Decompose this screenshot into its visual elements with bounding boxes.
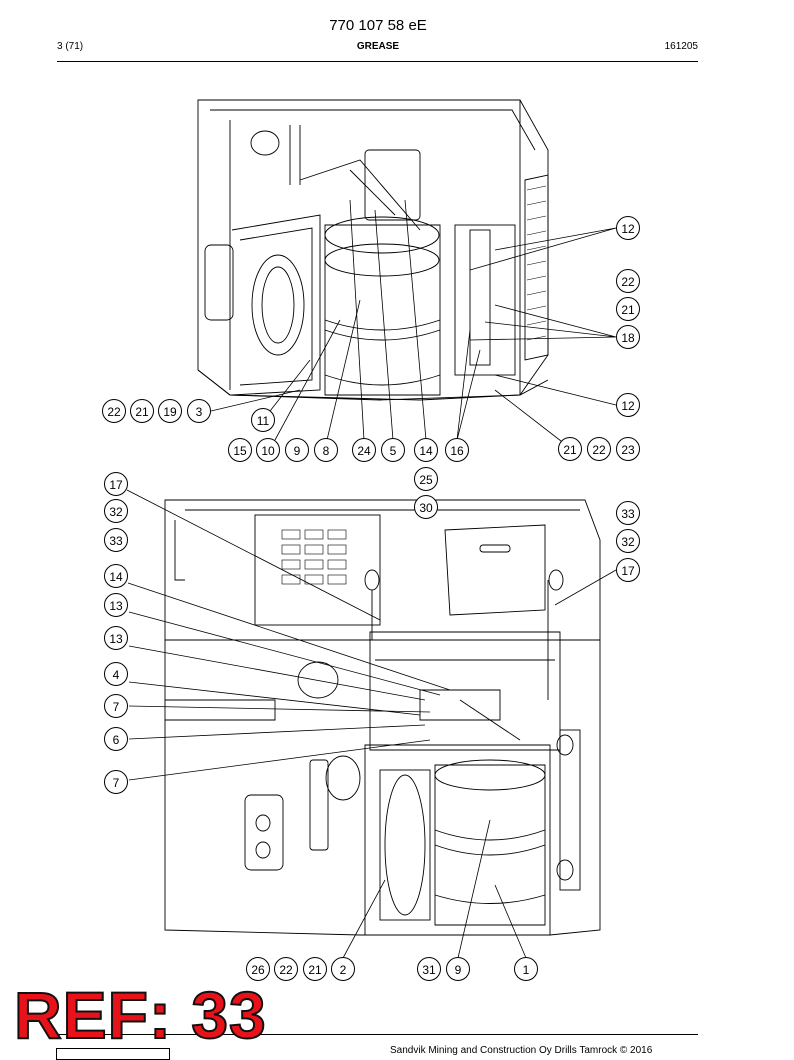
callout: 6 <box>104 727 128 751</box>
callout: 9 <box>446 957 470 981</box>
document-code: 161205 <box>664 41 698 52</box>
page-number: 3 (71) <box>57 41 84 52</box>
callout: 30 <box>414 495 438 519</box>
callout: 13 <box>104 593 128 617</box>
leader-lines <box>126 199 617 959</box>
callout: 22 <box>274 957 298 981</box>
callout: 23 <box>616 437 640 461</box>
callout: 25 <box>414 467 438 491</box>
callout: 16 <box>445 438 469 462</box>
callout: 33 <box>104 528 128 552</box>
callout: 18 <box>616 325 640 349</box>
callout: 24 <box>352 438 376 462</box>
callout: 15 <box>228 438 252 462</box>
callout: 32 <box>616 529 640 553</box>
callout: 1 <box>514 957 538 981</box>
callout: 14 <box>104 564 128 588</box>
callout: 7 <box>104 694 128 718</box>
callout: 4 <box>104 662 128 686</box>
callout: 5 <box>381 438 405 462</box>
callout: 19 <box>158 399 182 423</box>
callout: 2 <box>331 957 355 981</box>
callout: 21 <box>558 437 582 461</box>
callout: 26 <box>246 957 270 981</box>
document-number: 770 107 58 eE <box>329 17 427 34</box>
callout: 17 <box>104 472 128 496</box>
reference-stamp: REF: 33 <box>13 978 267 1052</box>
callout: 33 <box>616 501 640 525</box>
footer-rule <box>57 1034 698 1035</box>
callout: 12 <box>616 393 640 417</box>
callout: 12 <box>616 216 640 240</box>
header-rule <box>57 61 698 62</box>
section-title: GREASE <box>356 41 400 52</box>
callout: 10 <box>256 438 280 462</box>
callout: 11 <box>251 408 275 432</box>
callout: 31 <box>417 957 441 981</box>
callout: 9 <box>285 438 309 462</box>
callout: 3 <box>187 399 211 423</box>
callout: 32 <box>104 499 128 523</box>
callout: 14 <box>414 438 438 462</box>
callout: 8 <box>314 438 338 462</box>
callout: 17 <box>616 558 640 582</box>
callout: 21 <box>616 297 640 321</box>
callout: 21 <box>303 957 327 981</box>
callout: 22 <box>616 269 640 293</box>
callout: 7 <box>104 770 128 794</box>
callout: 21 <box>130 399 154 423</box>
bottom-assembly-drawing <box>164 499 601 936</box>
callout: 13 <box>104 626 128 650</box>
callout: 22 <box>587 437 611 461</box>
top-assembly-drawing <box>197 99 549 401</box>
callout: 22 <box>102 399 126 423</box>
footer-copyright: Sandvik Mining and Construction Oy Drill… <box>390 1045 653 1056</box>
